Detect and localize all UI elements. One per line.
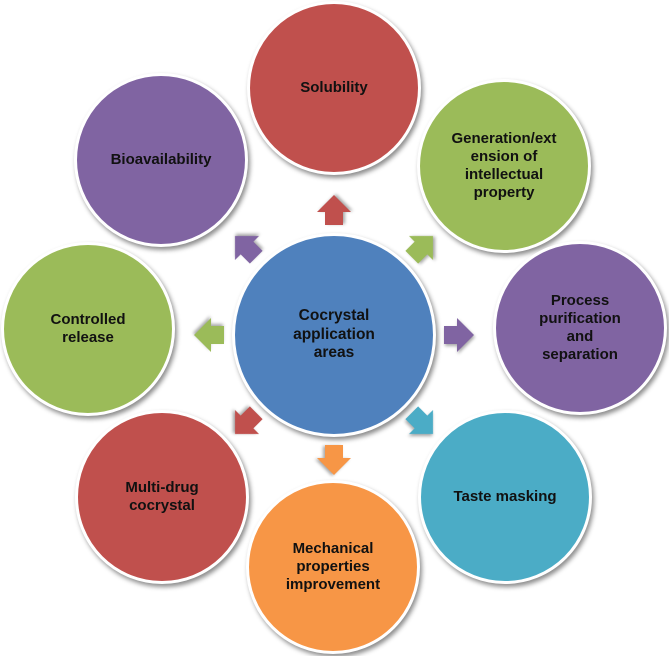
arrow-to-solubility bbox=[317, 195, 351, 225]
node-solubility: Solubility bbox=[247, 1, 421, 175]
node-intellectual-property: Generation/ext ension of intellectual pr… bbox=[417, 79, 591, 253]
arrow-to-bioavailability bbox=[235, 236, 263, 264]
center-circle: Cocrystal application areas bbox=[232, 233, 436, 437]
node-multi-drug: Multi-drug cocrystal bbox=[75, 410, 249, 584]
node-taste-masking-label: Taste masking bbox=[453, 488, 557, 505]
node-intellectual-property-label: Generation/ext ension of intellectual pr… bbox=[451, 130, 557, 201]
center-label: Cocrystal application areas bbox=[293, 307, 375, 362]
node-controlled-release: Controlled release bbox=[1, 242, 175, 416]
node-controlled-release-label: Controlled release bbox=[50, 311, 126, 346]
node-mechanical-properties-label: Mechanical properties improvement bbox=[285, 540, 381, 593]
arrow-to-intellectual-property bbox=[405, 236, 433, 264]
arrow-to-multi-drug bbox=[235, 406, 263, 434]
arrow-to-taste-masking bbox=[405, 406, 433, 434]
node-solubility-label: Solubility bbox=[300, 79, 368, 96]
node-process-purification-label: Process purification and separation bbox=[539, 292, 621, 363]
node-multi-drug-label: Multi-drug cocrystal bbox=[125, 479, 199, 514]
node-bioavailability: Bioavailability bbox=[74, 73, 248, 247]
arrow-to-controlled-release bbox=[194, 318, 224, 352]
node-taste-masking: Taste masking bbox=[418, 410, 592, 584]
arrow-to-mechanical-properties bbox=[317, 445, 351, 475]
arrow-to-process-purification bbox=[444, 318, 474, 352]
node-mechanical-properties: Mechanical properties improvement bbox=[246, 480, 420, 654]
node-bioavailability-label: Bioavailability bbox=[110, 151, 212, 168]
node-process-purification: Process purification and separation bbox=[493, 241, 667, 415]
